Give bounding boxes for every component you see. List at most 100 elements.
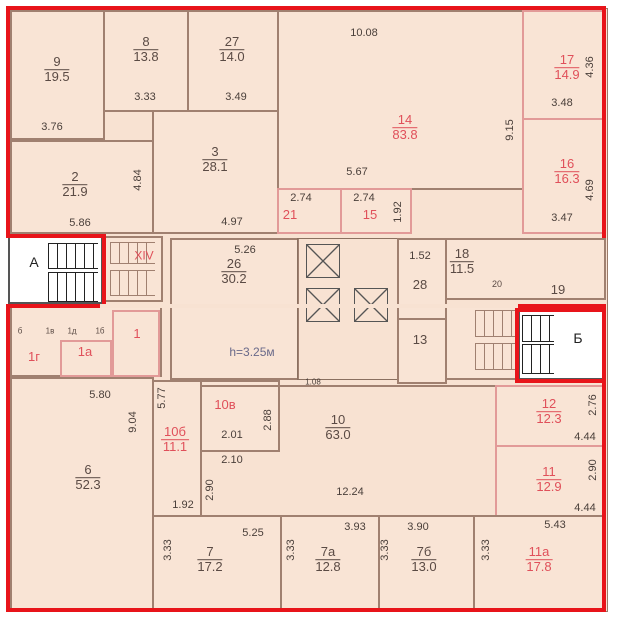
selection-outline (6, 6, 606, 238)
room-area: 14.0 (219, 49, 245, 65)
room-number-label: 1в (45, 326, 55, 336)
room-number: 14 (392, 112, 418, 129)
room-area: 17.2 (197, 559, 223, 575)
dimension-label: 4.44 (574, 502, 596, 514)
room-area: 28.1 (202, 159, 228, 175)
room-area: 13.0 (411, 559, 437, 575)
dimension-label: 1.92 (392, 201, 404, 223)
selection-outline (6, 234, 106, 308)
stair-b-flight (475, 343, 517, 370)
dimension-label: 3.48 (551, 97, 573, 109)
room-15 (340, 188, 412, 234)
room-10b (152, 380, 202, 517)
room-area: 83.8 (392, 127, 418, 143)
room-6 (10, 377, 154, 610)
room-number: 3 (202, 144, 228, 161)
room-number: 7б (411, 544, 437, 561)
room-number: 16 (554, 156, 580, 173)
dimension-label: 3.33 (285, 539, 297, 561)
room-area: 19.5 (44, 69, 70, 85)
room-area: 12.8 (315, 559, 341, 575)
dimension-label: 3.90 (407, 521, 429, 533)
room-area: 16.3 (554, 171, 580, 187)
room-area: 30.2 (221, 271, 247, 287)
room-26 (170, 238, 299, 380)
room-number-label: 1а (77, 343, 93, 359)
room-number-label: 21 (282, 206, 298, 222)
dimension-label: 3.33 (134, 91, 156, 103)
dimension-label: 3.49 (225, 91, 247, 103)
room-number: 6 (75, 462, 101, 479)
dimension-label: 2.90 (204, 479, 216, 501)
dimension-label: 1.92 (172, 499, 194, 511)
room-number-label: 10в (214, 396, 236, 412)
stair-xiv-flight (110, 270, 155, 296)
room-number: 18 (449, 246, 475, 263)
dimension-label: 2.10 (221, 454, 243, 466)
dimension-label: 3.93 (344, 521, 366, 533)
room-area: 17.8 (526, 559, 552, 575)
room-number: 10 (325, 412, 351, 429)
stair-a-flight (48, 272, 98, 302)
room-number-label: 20 (491, 279, 503, 290)
room-number: 2 (62, 169, 88, 186)
stair-b-label: Б (573, 330, 583, 346)
room-area: 11.1 (162, 439, 188, 455)
room-18 (445, 238, 606, 300)
dimension-label: 2.74 (353, 192, 375, 204)
dimension-label: 5.67 (346, 166, 368, 178)
dimension-label: 3.33 (379, 539, 391, 561)
room-area: 12.3 (536, 411, 562, 427)
dimension-label: 4.69 (584, 179, 596, 201)
room-number: 17 (554, 52, 580, 69)
room-7 (152, 515, 282, 610)
dimension-label: 4.84 (132, 169, 144, 191)
room-area: 11.5 (449, 261, 475, 277)
room-area: 52.3 (75, 477, 101, 493)
dimension-label: 2.74 (290, 192, 312, 204)
dimension-label: 4.44 (574, 431, 596, 443)
dimension-label: 4.97 (221, 216, 243, 228)
dimension-label: 5.26 (234, 244, 256, 256)
room-14 (277, 10, 524, 190)
selection-outline (515, 308, 606, 383)
room-number: 26 (221, 256, 247, 273)
room-number: 7 (197, 544, 223, 561)
room-8 (103, 10, 189, 112)
dimension-label: 5.43 (544, 519, 566, 531)
room-1a (60, 340, 112, 377)
dimension-label: 4.36 (584, 56, 596, 78)
room-number-label: б (17, 326, 23, 336)
dimension-label: 2.90 (587, 459, 599, 481)
room-area: 14.9 (554, 67, 580, 83)
dimension-label: 1.08 (305, 377, 321, 387)
room-number-label: 1б (95, 326, 105, 336)
dimension-label: 5.86 (69, 217, 91, 229)
room-number-label: 1 (133, 325, 141, 341)
room-9 (10, 10, 105, 140)
room-area: 63.0 (325, 427, 351, 443)
outline-gap (100, 304, 518, 384)
room-area: 12.9 (536, 479, 562, 495)
dimension-label: 1.52 (409, 250, 431, 262)
room-number: 7а (315, 544, 341, 561)
dimension-label: 10.08 (350, 27, 378, 39)
stair-a-label: А (29, 254, 39, 270)
dimension-label: 9.04 (127, 411, 139, 433)
dimension-label: 5.77 (156, 387, 168, 409)
